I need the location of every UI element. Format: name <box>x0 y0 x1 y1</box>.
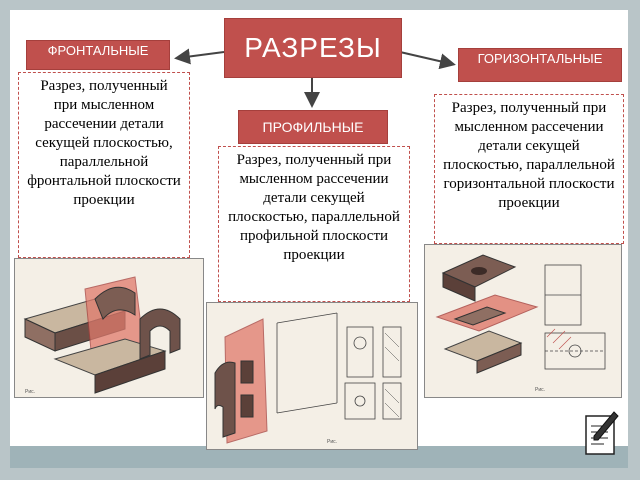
svg-text:Рис.: Рис. <box>327 439 337 445</box>
profile-label: ПРОФИЛЬНЫЕ <box>238 110 388 144</box>
svg-text:Рис.: Рис. <box>25 389 35 395</box>
frontal-section-image: Рис. <box>14 258 204 398</box>
horizontal-section-image: Рис. <box>424 244 622 398</box>
horizontal-description: Разрез, полученный при мысленном рассече… <box>434 94 624 244</box>
profile-description: Разрез, полученный при мысленном рассече… <box>218 146 410 302</box>
arrow-to-horizontal <box>399 51 456 70</box>
svg-text:Рис.: Рис. <box>535 387 545 393</box>
arrow-to-frontal <box>174 48 225 65</box>
main-title: РАЗРЕЗЫ <box>224 18 402 78</box>
profile-section-image: Рис. <box>206 302 418 450</box>
horizontal-label: ГОРИЗОНТАЛЬНЫЕ <box>458 48 622 82</box>
frontal-label: ФРОНТАЛЬНЫЕ <box>26 40 170 70</box>
pen-document-icon <box>584 410 620 458</box>
bottom-bar <box>10 446 628 468</box>
frontal-description: Разрез, полученный при мысленном рассече… <box>18 72 190 258</box>
